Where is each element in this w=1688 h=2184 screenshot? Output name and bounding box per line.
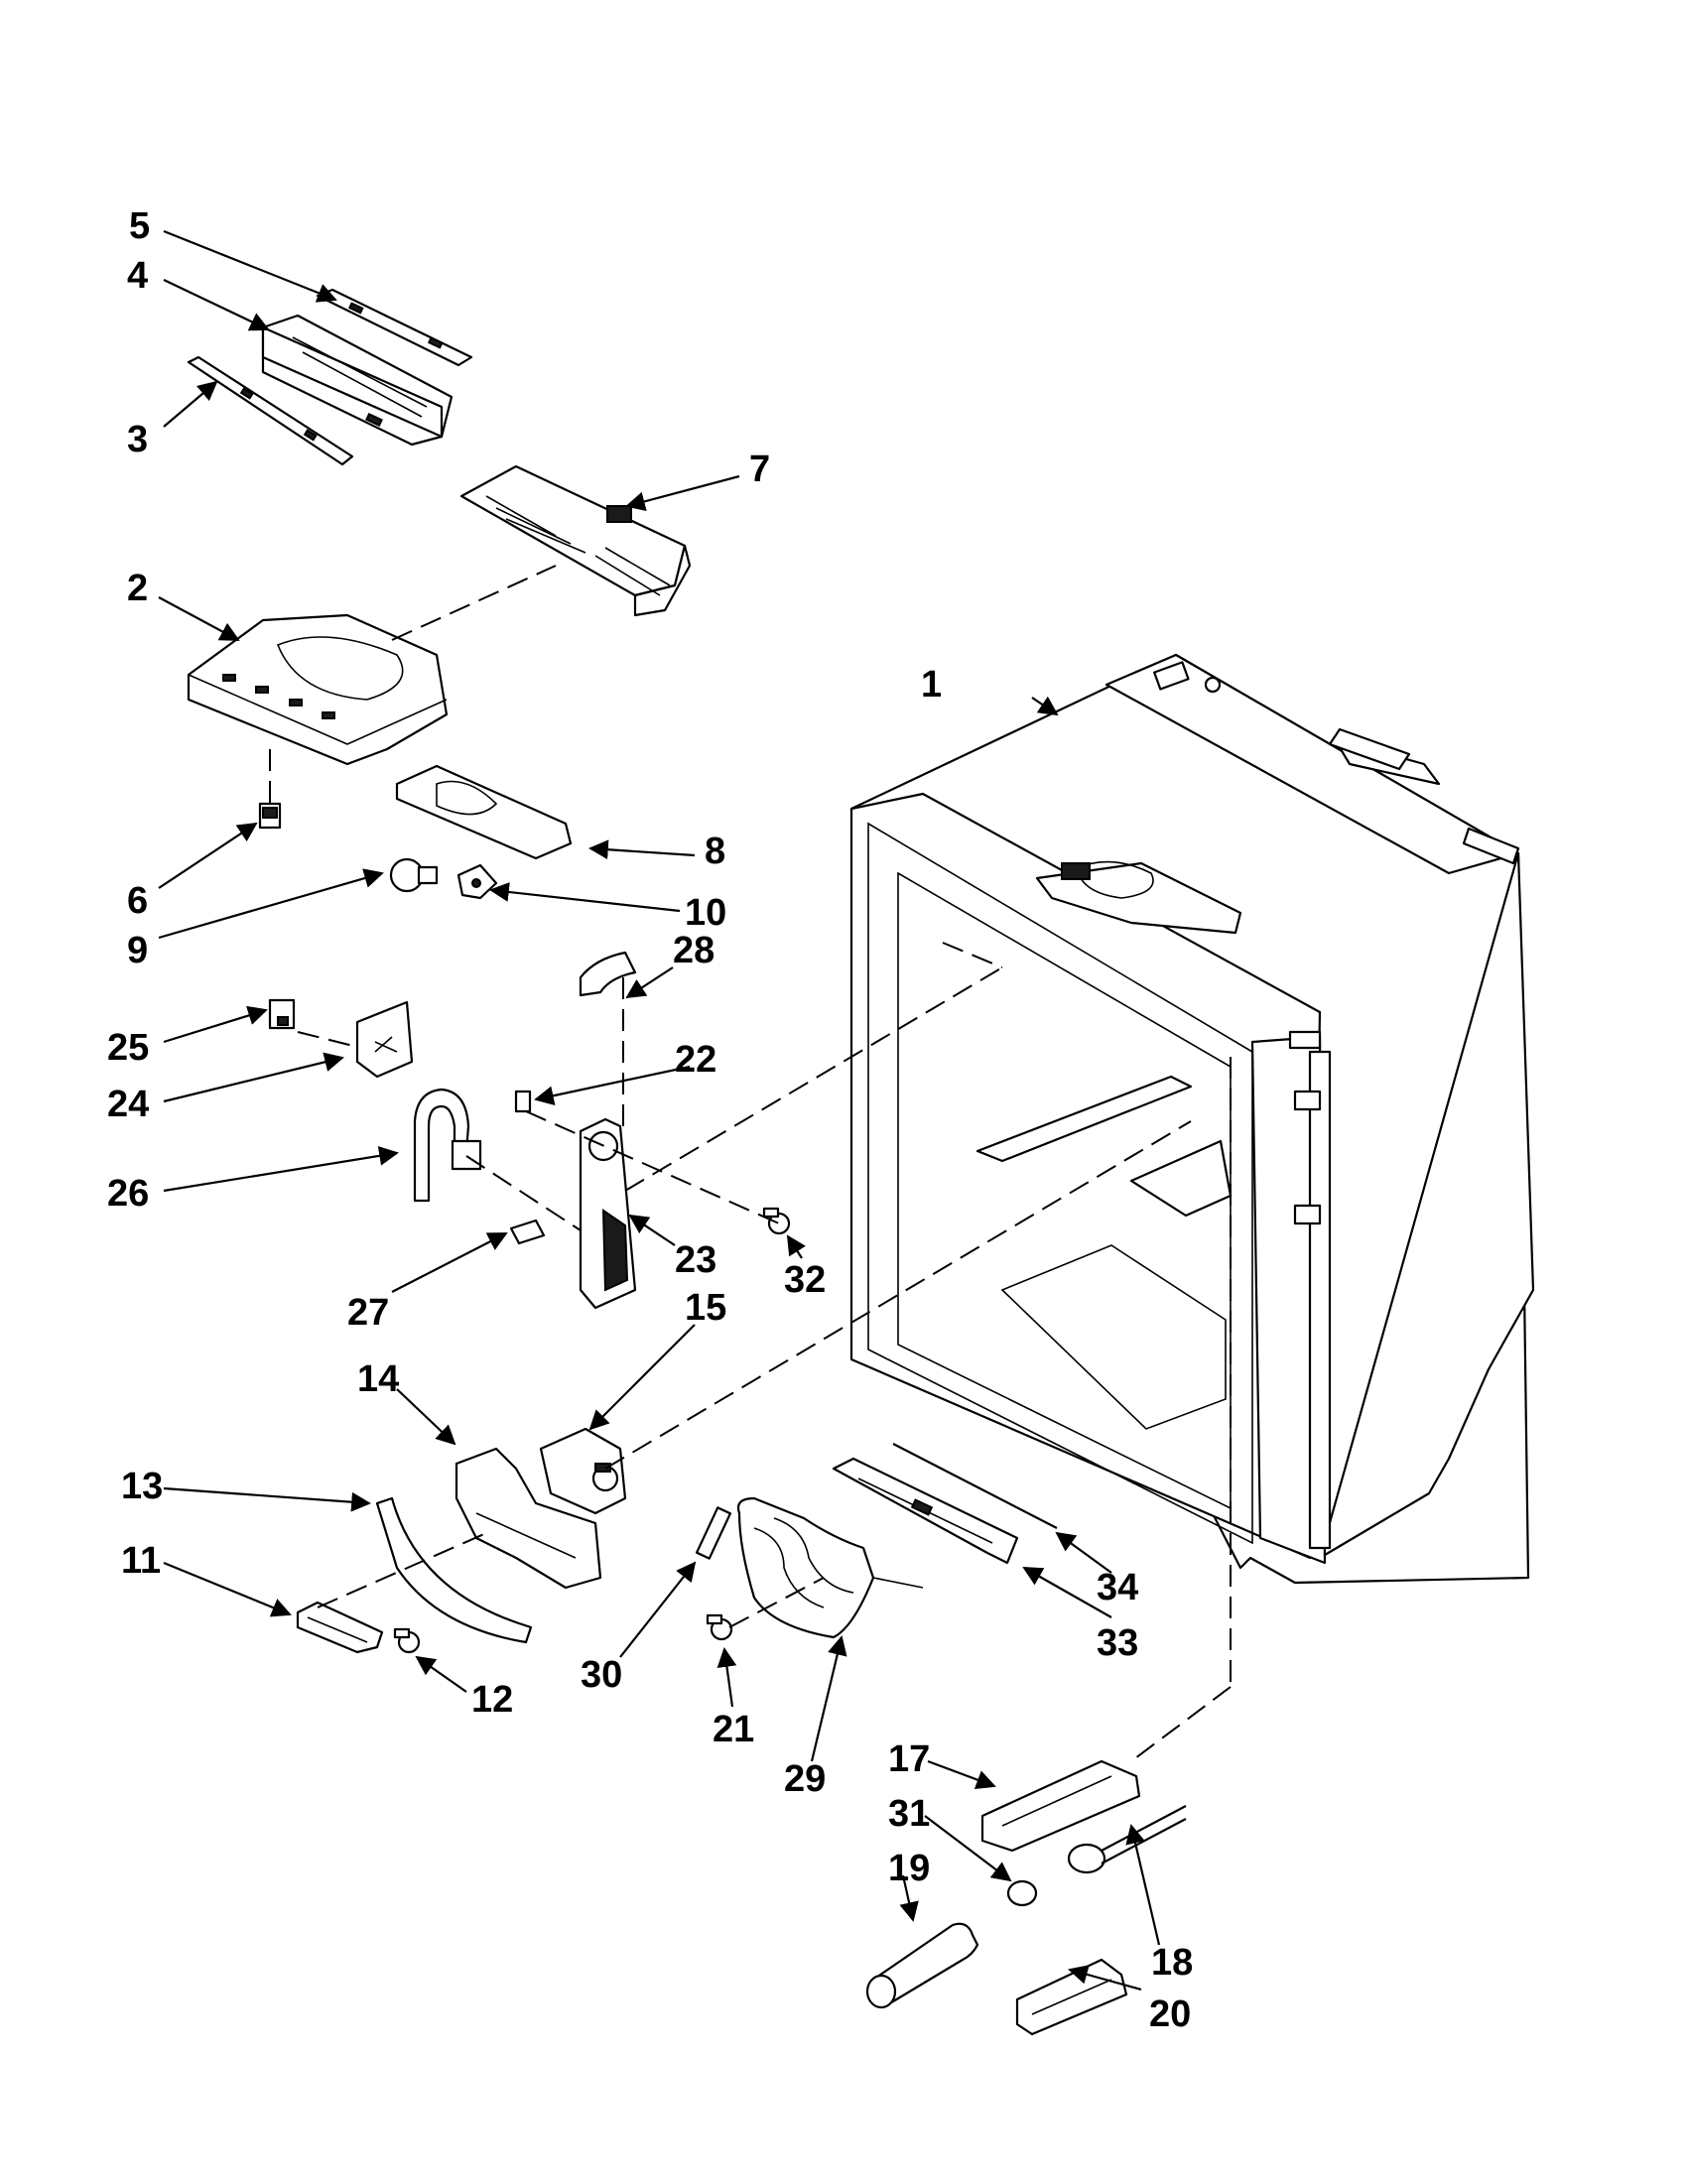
part-29-heater <box>736 1496 924 1639</box>
callout-15: 15 <box>685 1287 726 1329</box>
part-30-fuse <box>695 1506 732 1560</box>
callout-9: 9 <box>127 930 148 971</box>
callout-27: 27 <box>347 1292 389 1334</box>
callout-11: 11 <box>121 1540 161 1582</box>
callout-17: 17 <box>888 1738 930 1780</box>
callout-31: 31 <box>888 1793 930 1835</box>
part-12-screw <box>393 1627 421 1654</box>
callout-22: 22 <box>675 1039 716 1081</box>
callout-1: 1 <box>921 664 942 706</box>
part-26-water-tube <box>413 1088 482 1203</box>
part-33-rail <box>832 1457 1019 1565</box>
part-6-switch <box>258 802 282 830</box>
part-13-bezel <box>375 1496 533 1644</box>
callout-33: 33 <box>1097 1622 1138 1664</box>
callout-34: 34 <box>1097 1567 1138 1608</box>
part-31-fitting <box>1006 1879 1038 1907</box>
callout-18: 18 <box>1151 1942 1193 1984</box>
part-9-bulb <box>389 857 439 893</box>
callout-2: 2 <box>127 568 148 609</box>
part-3-trim-strip <box>187 355 354 466</box>
callout-leaders <box>158 229 1161 1991</box>
part-17-filter-bracket <box>980 1759 1141 1853</box>
callout-28: 28 <box>673 930 714 971</box>
cabinet-top-details <box>1153 661 1520 1225</box>
part-8-lamp-housing <box>395 764 573 860</box>
part-34-wire <box>892 1443 1058 1529</box>
callout-10: 10 <box>685 892 726 934</box>
part-2-light-housing <box>187 613 449 766</box>
callout-30: 30 <box>581 1654 622 1696</box>
callout-4: 4 <box>127 255 148 297</box>
callout-19: 19 <box>888 1848 930 1889</box>
callout-13: 13 <box>121 1466 163 1507</box>
part-25-thermistor <box>268 998 296 1030</box>
callout-12: 12 <box>471 1679 513 1721</box>
callout-3: 3 <box>127 419 148 460</box>
callout-32: 32 <box>784 1259 826 1301</box>
part-22-clip <box>514 1090 532 1113</box>
callout-5: 5 <box>129 205 150 247</box>
part-14-dispenser-lever <box>454 1447 602 1590</box>
part-27-clip <box>509 1219 546 1245</box>
part-21-screw <box>706 1613 733 1641</box>
callout-21: 21 <box>713 1709 754 1750</box>
callout-6: 6 <box>127 880 148 922</box>
part-23-dispenser-housing <box>579 1117 637 1310</box>
part-32-screw <box>762 1207 791 1235</box>
part-10-socket <box>456 863 498 900</box>
callout-29: 29 <box>784 1758 826 1800</box>
part-4-control-housing <box>261 314 454 447</box>
part-11-trim <box>296 1601 384 1654</box>
callout-labels: 1 2 3 4 5 6 7 8 9 10 11 12 13 14 15 17 1… <box>107 205 1193 2035</box>
callout-26: 26 <box>107 1173 149 1215</box>
part-28-gasket <box>579 951 637 997</box>
callout-23: 23 <box>675 1239 716 1281</box>
callout-8: 8 <box>705 831 725 872</box>
callout-25: 25 <box>107 1027 149 1069</box>
part-1-cabinet-liner <box>849 653 1535 1585</box>
callout-20: 20 <box>1149 1993 1191 2035</box>
part-5-bracket <box>316 288 473 367</box>
part-15-switch-assembly <box>539 1427 627 1515</box>
part-19-water-filter <box>865 1922 979 2009</box>
callout-24: 24 <box>107 1084 149 1125</box>
callout-14: 14 <box>357 1358 399 1400</box>
callout-7: 7 <box>749 449 770 490</box>
part-7-light-cover <box>459 464 692 617</box>
assembly-lines <box>269 565 1232 1762</box>
part-24-bracket <box>355 1000 414 1079</box>
